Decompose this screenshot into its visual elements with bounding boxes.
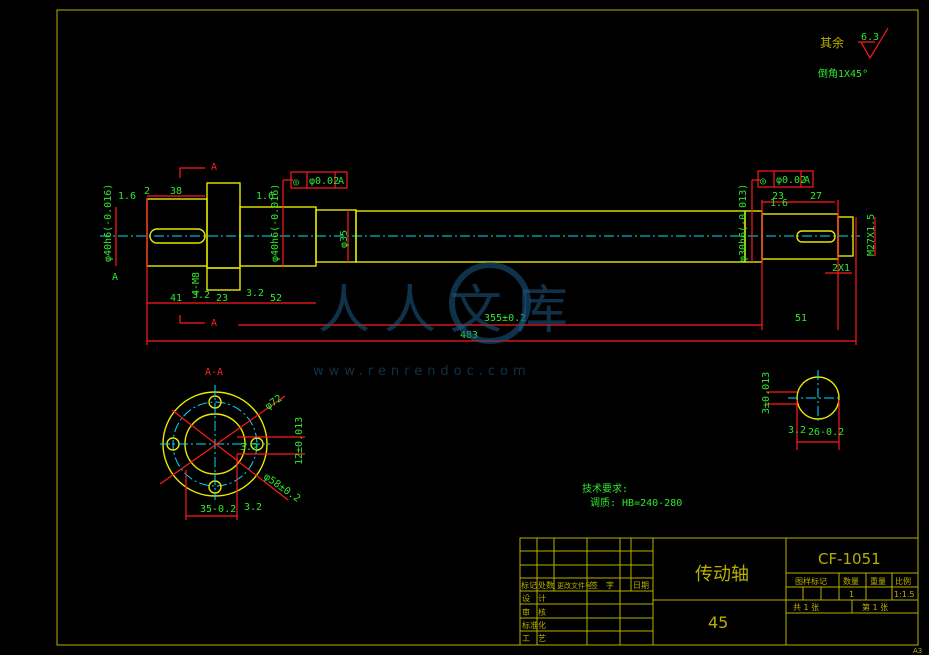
rough-1-6c: 1.6	[770, 198, 788, 209]
svg-text:人人文库: 人人文库	[318, 281, 582, 341]
rough-3-2b: 3.2	[246, 288, 264, 299]
tolerance-frame-right: ◎ φ0.02 A	[757, 170, 814, 188]
dim-27: 27	[810, 191, 822, 202]
dim-phi35: φ35	[339, 230, 350, 248]
svg-text:12±0.013: 12±0.013	[294, 417, 305, 465]
col-weight: 重量	[870, 576, 886, 586]
col-stage: 图样标记	[795, 576, 827, 586]
svg-text:35-0.2: 35-0.2	[200, 504, 236, 515]
dim-chamfer-2x1: 2X1	[832, 263, 850, 274]
hdr-date: 日期	[633, 581, 649, 590]
svg-text:φ0.02: φ0.02	[776, 175, 806, 186]
hdr-mark: 标记	[521, 580, 537, 590]
dim-38: 38	[170, 186, 182, 197]
tech-line: 调质: HB=240-280	[590, 497, 682, 509]
title-block	[519, 537, 919, 646]
hdr-count: 处数	[538, 580, 554, 590]
svg-text:A-A: A-A	[205, 367, 223, 378]
svg-text:φ72: φ72	[263, 393, 284, 412]
dim-4-m8: 4-M8	[191, 272, 202, 296]
hdr-sign: 签 字	[590, 580, 614, 590]
role-process: 工 艺	[522, 634, 546, 643]
roughness-rest-value: 6.3	[861, 32, 879, 43]
sheets-total: 共 1 张	[793, 603, 819, 612]
svg-text:φ0.02: φ0.02	[309, 176, 339, 187]
svg-text:A: A	[338, 176, 344, 187]
dim-51: 51	[795, 313, 807, 324]
dim-41: 41	[170, 293, 182, 304]
rest-label: 其余	[820, 35, 844, 50]
rough-1-6a: 1.6	[118, 191, 136, 202]
dim-23b: 23	[772, 191, 784, 202]
tolerance-frame-left: ◎ φ0.02 A	[290, 171, 348, 189]
role-design: 设 计	[522, 593, 546, 603]
drawing-frame	[56, 9, 919, 646]
material: 45	[708, 613, 728, 632]
svg-text:◎: ◎	[293, 177, 299, 188]
sheet-number: 第 1 张	[862, 602, 888, 612]
svg-text:A: A	[804, 175, 810, 186]
tech-title: 技术要求:	[582, 482, 628, 495]
dim-23a: 23	[216, 293, 228, 304]
sheet-size: A3	[913, 647, 922, 655]
role-standard: 标准化	[522, 620, 546, 630]
hdr-doc: 更改文件号	[557, 581, 592, 590]
dim-2: 2	[144, 186, 150, 197]
section-aa: A-A φ72 φ58±0.2 12±0.013 35-0.2 3.2 3.2	[159, 367, 305, 520]
rough-1-6b: 1.6	[256, 191, 274, 202]
dim-phi40a: φ40h6(-0.016)	[103, 184, 114, 262]
dim-phi40b: φ40h6(-0.016)	[270, 184, 281, 262]
section-key: 3±0.013 26-0.2 3.2	[761, 370, 844, 450]
role-review: 审 核	[522, 607, 546, 617]
datum-a: A	[112, 272, 118, 283]
svg-text:◎: ◎	[760, 176, 766, 187]
svg-text:φ58±0.2: φ58±0.2	[261, 471, 302, 504]
roughness-symbol-icon	[858, 27, 889, 60]
watermark-logo: 人人文库 www.renrendoc.com	[313, 262, 582, 379]
rough-3-2a: 3.2	[192, 290, 210, 301]
svg-text:3.2: 3.2	[244, 502, 262, 513]
dim-355: 355±0.2	[484, 313, 526, 324]
cut-mark-bottom: A	[211, 318, 217, 329]
cut-mark-top: A	[211, 162, 217, 173]
chamfer-note: 倒角1X45°	[818, 68, 868, 80]
svg-text:3±0.013: 3±0.013	[761, 372, 772, 414]
dim-52: 52	[270, 293, 282, 304]
part-name: 传动轴	[695, 564, 749, 585]
svg-text:26-0.2: 26-0.2	[808, 427, 844, 438]
col-scale: 比例	[895, 576, 911, 586]
scale-value: 1:1.5	[894, 590, 915, 599]
qty-value: 1	[849, 590, 854, 599]
dim-phi30: φ30h6(-0.013)	[738, 184, 749, 262]
svg-text:3.2: 3.2	[240, 442, 258, 453]
drawing-number: CF-1051	[818, 550, 881, 568]
svg-text:www.renrendoc.com: www.renrendoc.com	[313, 364, 531, 379]
svg-text:3.2: 3.2	[788, 425, 806, 436]
col-qty: 数量	[843, 576, 859, 586]
dim-thread: M27X1.5	[866, 214, 877, 256]
